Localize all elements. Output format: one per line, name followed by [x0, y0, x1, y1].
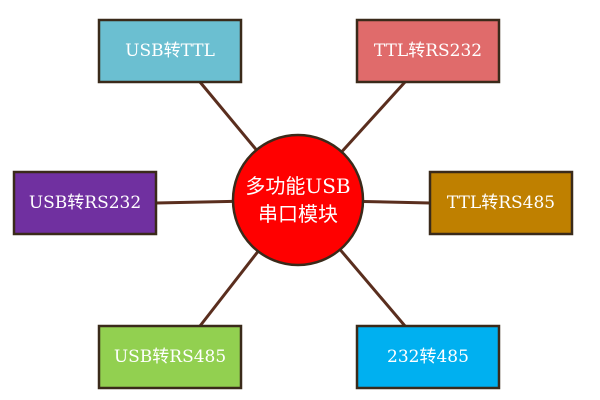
hub-circle — [231, 133, 365, 267]
hub-label-line2: 串口模块 — [258, 202, 338, 226]
node-label-usb-rs485: USB转RS485 — [114, 347, 226, 367]
node-usb-rs232: USB转RS232 — [12, 170, 158, 236]
node-box-usb-rs485 — [97, 324, 243, 390]
hub: 多功能USB 串口模块 — [231, 133, 365, 267]
node-ttl-rs485: TTL转RS485 — [428, 170, 574, 236]
node-box-usb-ttl — [97, 18, 243, 84]
node-label-ttl-rs232: TTL转RS232 — [374, 41, 482, 61]
node-box-ttl-rs485 — [428, 170, 574, 236]
node-box-usb-rs232 — [12, 170, 158, 236]
node-ttl-rs232: TTL转RS232 — [355, 18, 501, 84]
node-box-232-485 — [355, 324, 501, 390]
node-label-usb-rs232: USB转RS232 — [29, 193, 141, 213]
connector-usb-rs485 — [198, 250, 260, 327]
node-usb-ttl: USB转TTL — [97, 18, 243, 84]
connector-232-485 — [338, 248, 407, 327]
node-label-232-485: 232转485 — [387, 347, 469, 367]
connector-ttl-rs232 — [340, 80, 407, 153]
connector-usb-rs232 — [155, 199, 234, 205]
node-label-usb-ttl: USB转TTL — [125, 41, 215, 61]
hub-label-line1: 多功能USB — [245, 174, 350, 198]
connectors — [155, 80, 431, 327]
node-232-485: 232转485 — [355, 324, 501, 390]
connector-ttl-rs485 — [362, 199, 431, 205]
node-usb-rs485: USB转RS485 — [97, 324, 243, 390]
node-box-ttl-rs232 — [355, 18, 501, 84]
connector-usb-ttl — [198, 81, 258, 151]
node-label-ttl-rs485: TTL转RS485 — [447, 193, 555, 213]
